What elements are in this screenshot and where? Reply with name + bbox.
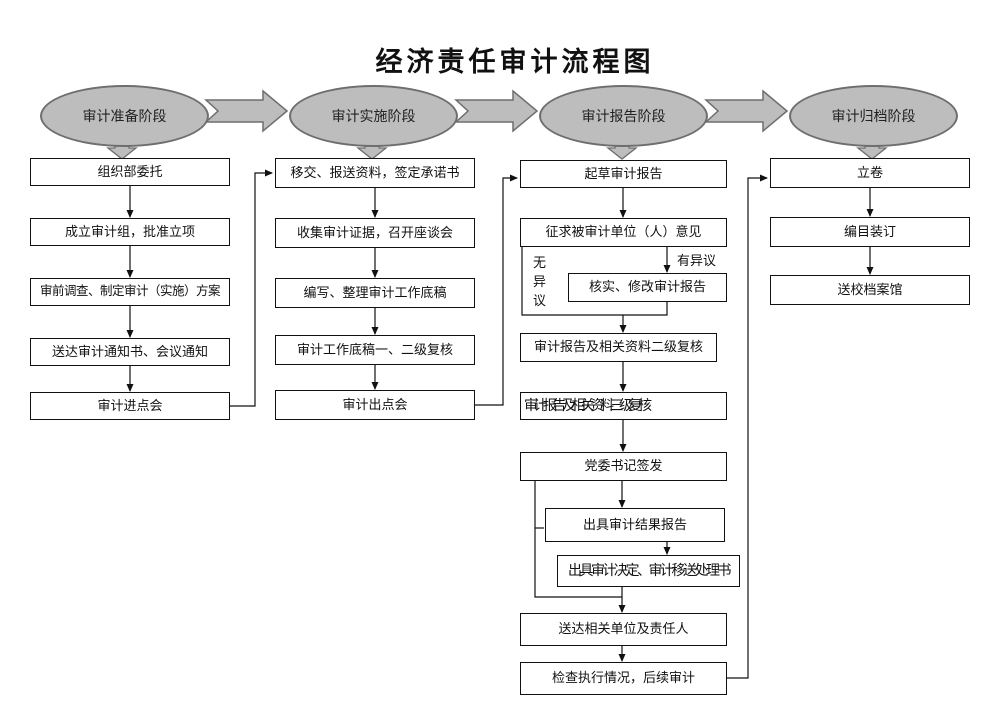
box-report-verify-revise: 核实、修改审计报告 [568,273,727,302]
box-report-follow-up-audit: 检查执行情况，后续审计 [520,662,727,695]
flow-arrows-col3 [521,188,671,662]
box-report-third-review: 审计报告及相关资料三级复核 [520,392,727,420]
stage-oval-report: 审计报告阶段 [539,85,708,147]
box-impl-handover-materials: 移交、报送资料，签定承诺书 [275,158,475,188]
branch-label-objection: 有异议 [677,253,717,268]
stage-arrow-3 [704,89,789,133]
box-impl-collect-evidence: 收集审计证据，召开座谈会 [275,218,475,248]
no-objection-bypass-line [521,247,668,316]
box-prep-entry-meeting: 审计进点会 [30,392,230,420]
box-prep-notices: 送达审计通知书、会议通知 [30,338,230,366]
connector-col1-col2 [230,169,273,407]
box-prep-pre-survey-plan: 审前调查、制定审计（实施）方案 [30,278,230,306]
connector-col3-col4 [727,174,768,679]
box-report-second-review: 审计报告及相关资料二级复核 [520,333,717,362]
box-impl-papers-review: 审计工作底稿一、二级复核 [275,335,475,365]
box-archive-send-archives: 送校档案馆 [770,275,970,305]
stage-oval-archive: 审计归档阶段 [789,85,958,147]
sign-bypass-line [534,481,622,598]
box-archive-binding: 编目装订 [770,217,970,247]
connector-col2-col3 [475,174,518,406]
box-archive-filing: 立卷 [770,158,970,188]
box-prep-delegation: 组织部委托 [30,158,230,186]
box-report-deliver: 送达相关单位及责任人 [520,613,727,646]
stage-arrow-1 [204,89,289,133]
box-impl-working-papers: 编写、整理审计工作底稿 [275,278,475,308]
stage-oval-preparation: 审计准备阶段 [40,85,209,147]
stage-oval-implementation: 审计实施阶段 [289,85,458,147]
box-report-issue-result: 出具审计结果报告 [545,508,725,542]
box-report-secretary-sign: 党委书记签发 [520,452,727,481]
box-impl-exit-meeting: 审计出点会 [275,390,475,420]
stage-arrow-2 [454,89,539,133]
box-report-solicit-opinions: 征求被审计单位（人）意见 [520,218,727,247]
box-prep-setup-team: 成立审计组，批准立项 [30,218,230,246]
box-report-issue-decision: 出具审计决定、审计移送处理书 [557,555,740,587]
box-report-draft: 起草审计报告 [520,160,727,188]
page-title: 经济责任审计流程图 [375,47,655,77]
branch-label-no-objection: 无异议 [532,255,546,308]
